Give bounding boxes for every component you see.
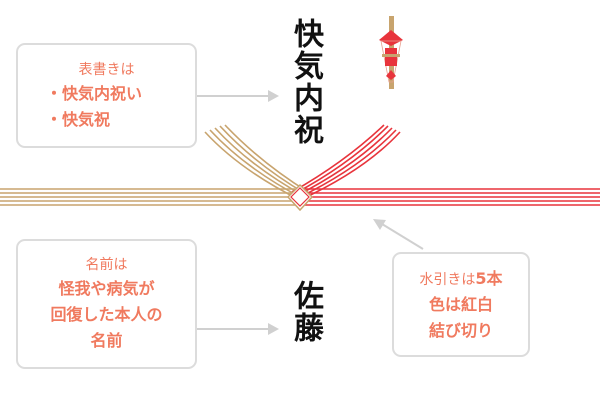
mizuhiki-line: 結び切り xyxy=(428,320,493,340)
name-line: 怪我や病気が xyxy=(58,279,155,298)
omotegaki-callout: 表書きは ・快気内祝い ・快気祝 xyxy=(16,43,197,148)
omotegaki-item: ・快気内祝い xyxy=(46,83,143,103)
name-callout: 名前は 怪我や病気が 回復した本人の 名前 xyxy=(16,239,197,369)
mizuhiki-callout: 水引きは5本 色は紅白 結び切り xyxy=(392,252,530,357)
mizuhiki-knot xyxy=(286,183,314,212)
mizuhiki-red-cords xyxy=(291,124,600,206)
noshi-title: 快気内祝 xyxy=(288,18,323,146)
mizuhiki-line: 色は紅白 xyxy=(428,294,493,314)
noshi-ornament-icon xyxy=(379,16,403,89)
name-heading: 名前は xyxy=(85,257,128,273)
mizuhiki-gold-cords xyxy=(0,124,309,206)
noshi-name: 佐藤 xyxy=(288,280,323,344)
mizuhiki-heading: 水引きは5本 xyxy=(419,268,503,288)
name-line: 名前 xyxy=(90,331,123,350)
omotegaki-heading: 表書きは xyxy=(78,61,135,78)
name-line: 回復した本人の xyxy=(50,305,163,324)
omotegaki-item: ・快気祝 xyxy=(46,109,111,129)
arrows xyxy=(196,90,424,335)
